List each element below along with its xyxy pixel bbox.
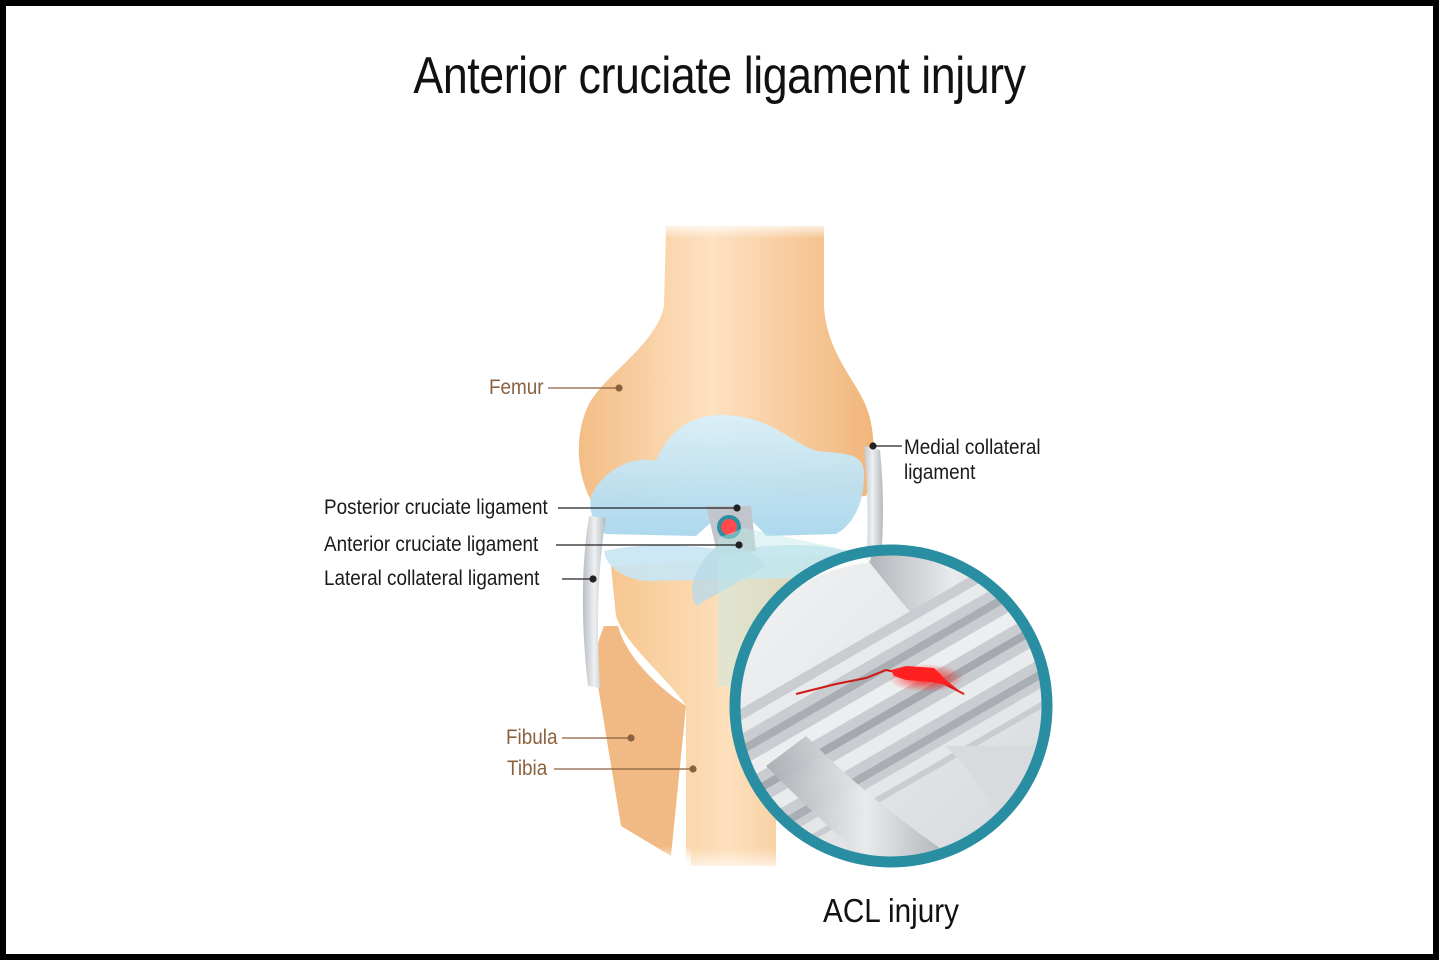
label-medial-collateral-line1: Medial collateral (904, 436, 1041, 459)
fibula-bone (591, 626, 691, 866)
bone-leader-lines (548, 384, 697, 773)
femur-bone (578, 221, 874, 506)
lateral-collateral-ligament (582, 516, 606, 688)
label-tibia: Tibia (507, 757, 548, 780)
label-femur: Femur (489, 376, 544, 399)
label-lateral-collateral-ligament: Lateral collateral ligament (324, 567, 540, 590)
cruciate-ligaments (692, 506, 766, 606)
label-medial-collateral-line2: ligament (904, 461, 976, 484)
diagram-title: Anterior cruciate ligament injury (413, 47, 1026, 105)
knee-illustration (548, 221, 1053, 876)
label-fibula: Fibula (506, 726, 558, 749)
label-anterior-cruciate-ligament: Anterior cruciate ligament (324, 533, 539, 556)
acl-inset-magnifier (729, 544, 1053, 868)
ligament-leader-lines (556, 442, 902, 583)
inset-caption: ACL injury (823, 892, 959, 929)
label-posterior-cruciate-ligament: Posterior cruciate ligament (324, 496, 548, 519)
